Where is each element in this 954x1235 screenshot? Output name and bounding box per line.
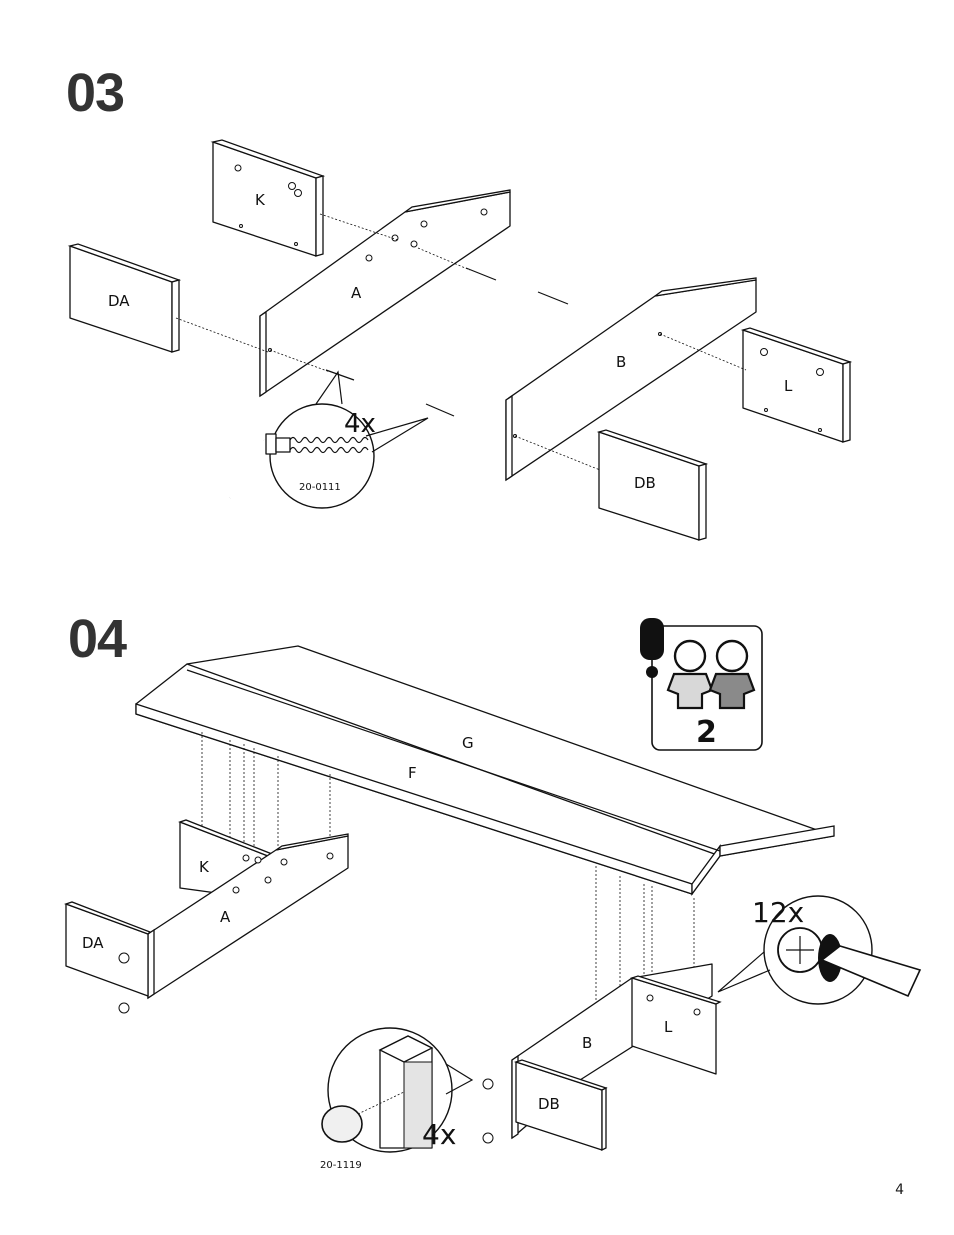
two-person-badge: 2 — [640, 618, 763, 751]
step04-panel-k-label: K — [199, 858, 210, 876]
panel-db-label: DB — [634, 474, 656, 492]
screw-callout: 12x — [717, 895, 922, 1005]
step04-panel-a-label: A — [220, 908, 231, 926]
cap-quantity: 4x — [422, 1118, 456, 1151]
panel-l: L — [740, 327, 853, 443]
panel-f-label: F — [408, 764, 417, 782]
panel-k: K — [210, 139, 326, 257]
panel-db: DB — [596, 429, 709, 541]
step04-panel-db-label: DB — [538, 1095, 560, 1113]
right-frame: B L DB — [482, 963, 722, 1152]
step-number-04: 04 — [68, 609, 127, 669]
person-count: 2 — [696, 715, 717, 750]
panel-a: A — [259, 189, 511, 398]
tabletop: G F — [135, 645, 835, 896]
screw-quantity: 12x — [752, 896, 804, 929]
screwdriver-icon — [820, 945, 922, 998]
page-number: 4 — [895, 1182, 904, 1198]
panel-g-label: G — [462, 734, 474, 752]
step-03-diagram: K DA A B — [67, 139, 853, 541]
person-icon — [673, 639, 707, 673]
cam-cap-icon — [321, 1105, 363, 1143]
panel-da-label: DA — [108, 292, 130, 310]
step04-panel-b-label: B — [582, 1034, 592, 1052]
cam-bolts — [325, 267, 569, 417]
warning-exclamation-icon — [640, 618, 664, 660]
panel-b-label: B — [616, 353, 626, 371]
step04-panel-l-label: L — [664, 1018, 673, 1036]
step-04-diagram: G F K A — [64, 618, 922, 1171]
cap-part-code: 20-1119 — [320, 1160, 362, 1171]
cap-callout: 4x 20-1119 — [320, 1027, 474, 1171]
bolt-part-code: 20-0111 — [299, 482, 341, 493]
panel-k-label: K — [255, 191, 266, 209]
panel-b: B — [505, 277, 757, 482]
left-frame: K A DA — [64, 819, 349, 1014]
panel-a-label: A — [351, 284, 362, 302]
step04-panel-da-label: DA — [82, 934, 104, 952]
step-number-03: 03 — [66, 63, 125, 123]
panel-l-label: L — [784, 377, 793, 395]
person-icon — [715, 639, 749, 673]
bolt-callout: 4x 20-0111 — [265, 370, 429, 509]
hex-key-icon-inner — [229, 430, 265, 500]
bolt-quantity: 4x — [344, 409, 376, 439]
hex-key-icon — [229, 431, 265, 499]
panel-da: DA — [67, 243, 182, 353]
